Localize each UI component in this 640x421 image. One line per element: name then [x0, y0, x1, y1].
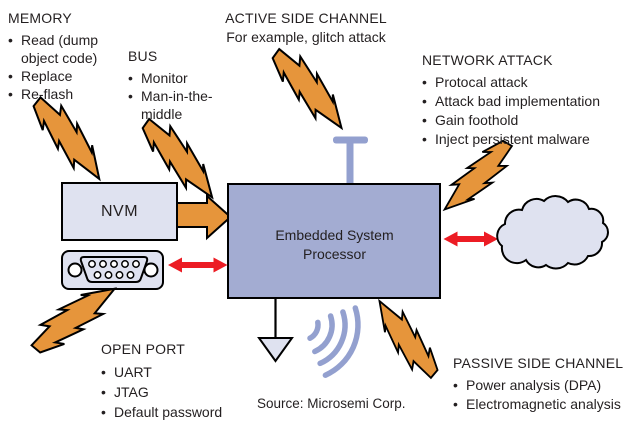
passive-side-channel-list: Power analysis (DPA) Electromagnetic ana… [453, 376, 623, 414]
active-side-channel-subtitle: For example, glitch attack [226, 29, 386, 45]
list-item: Inject persistent malware [422, 130, 600, 149]
lightning-bolt-memory [23, 89, 116, 188]
processor-label-line1: Embedded System [275, 227, 394, 243]
em-waves-icon [307, 305, 361, 378]
nvm-box [61, 182, 178, 241]
list-item: Man-in-the-middle [128, 87, 213, 123]
cloud-icon [496, 195, 609, 270]
memory-list: Read (dump object code) Replace Re-flash [8, 31, 107, 103]
bus-title: BUS [128, 48, 158, 64]
network-attack-block: NETWORK ATTACK Protocal attack Attack ba… [422, 51, 600, 149]
list-item: UART [101, 362, 222, 382]
double-arrow-serial [168, 257, 228, 273]
lightning-bolt-active-side-channel [262, 41, 357, 138]
open-port-block: OPEN PORT UART JTAG Default password [101, 340, 222, 421]
processor-label-line2: Processor [302, 246, 367, 262]
active-side-channel-block: ACTIVE SIDE CHANNEL For example, glitch … [205, 9, 407, 46]
list-item: Protocal attack [422, 73, 600, 92]
list-item: Electromagnetic analysis [453, 395, 623, 414]
bus-list: Monitor Man-in-the-middle [128, 69, 213, 123]
list-item: Power analysis (DPA) [453, 376, 623, 395]
list-item: Gain foothold [422, 111, 600, 130]
processor-label: Embedded System Processor [229, 226, 440, 264]
lightning-bolt-passive-side-channel [364, 293, 448, 385]
open-port-list: UART JTAG Default password [101, 362, 222, 421]
list-item: Monitor [128, 69, 213, 87]
active-side-channel-title: ACTIVE SIDE CHANNEL [225, 10, 387, 26]
list-item: JTAG [101, 382, 222, 402]
source-credit: Source: Microsemi Corp. [257, 396, 406, 411]
double-arrow-network [443, 231, 498, 247]
network-attack-list: Protocal attack Attack bad implementatio… [422, 73, 600, 149]
open-port-title: OPEN PORT [101, 341, 186, 357]
processor-box [227, 183, 441, 299]
list-item: Default password [101, 402, 222, 421]
list-item: Re-flash [8, 85, 107, 103]
bus-attack-block: BUS Monitor Man-in-the-middle [128, 47, 213, 123]
network-attack-title: NETWORK ATTACK [422, 52, 553, 68]
list-item: Read (dump object code) [8, 31, 107, 67]
block-arrow-icon [176, 193, 233, 241]
memory-attack-block: MEMORY Read (dump object code) Replace R… [8, 9, 107, 103]
memory-title: MEMORY [8, 10, 72, 26]
antenna-icon [333, 136, 368, 186]
list-item: Replace [8, 67, 107, 85]
list-item: Attack bad implementation [422, 92, 600, 111]
serial-port-icon [61, 250, 164, 290]
nvm-label: NVM [100, 203, 139, 220]
passive-side-channel-title: PASSIVE SIDE CHANNEL [453, 355, 624, 371]
passive-side-channel-block: PASSIVE SIDE CHANNEL Power analysis (DPA… [453, 354, 623, 414]
down-arrow-icon [257, 298, 294, 363]
